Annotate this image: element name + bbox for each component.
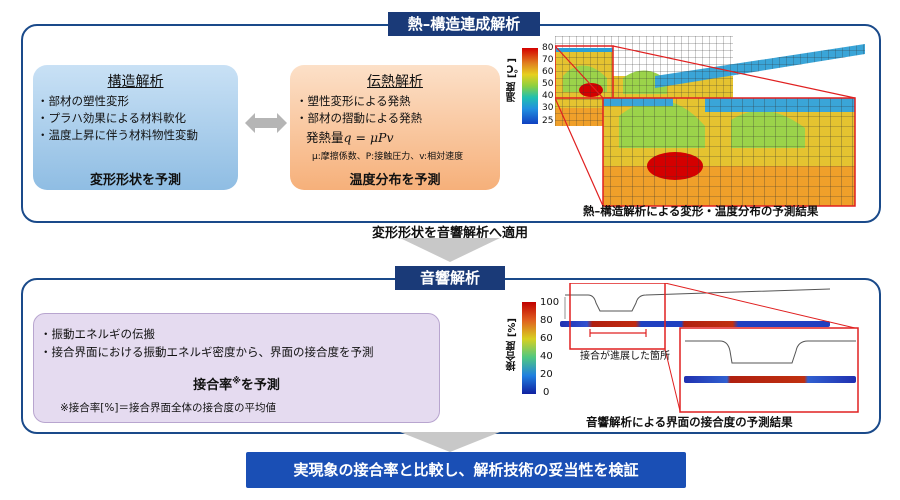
temperature-colorbar	[522, 48, 538, 124]
structural-analysis-title: 構造解析	[107, 74, 164, 90]
acoustic-result-suffix: を予測	[240, 378, 280, 393]
acoustic-figure-caption: 音響解析による界面の接合度の予測結果	[586, 415, 793, 429]
acoustic-result-sup: ※	[232, 376, 241, 387]
heat-formula-expression: q = μPv	[343, 130, 394, 145]
formula-variable-note: μ:摩擦係数、P:接触圧力、v:相対速度	[312, 152, 464, 162]
heat-formula: 発熱量q = μPv	[306, 127, 394, 146]
down-arrow-icon-1	[400, 238, 500, 262]
acoustic-header: 音響解析	[395, 266, 505, 290]
bonding-rate-note: ※接合率[%]＝接合界面全体の接合度の平均値	[60, 402, 276, 414]
large-temperature-mesh	[602, 97, 856, 207]
bonding-colorbar	[522, 302, 536, 394]
temperature-tick-60: 60	[542, 67, 554, 77]
bonding-colorbar-title: 接合度 [%]	[507, 318, 518, 371]
bonding-tick-100: 100	[540, 297, 560, 308]
temperature-tick-70: 70	[542, 55, 554, 65]
thermal-structural-header: 熱–構造連成解析	[388, 12, 540, 36]
temperature-tick-80: 80	[542, 43, 554, 53]
acoustic-result: 接合率※を予測	[34, 374, 439, 393]
bonding-profile-image	[560, 283, 859, 413]
validation-conclusion-box: 実現象の接合率と比較し、解析技術の妥当性を検証	[246, 452, 686, 488]
down-arrow-icon-2	[400, 432, 500, 452]
thermal-figure-caption: 熱–構造解析による変形・温度分布の予測結果	[583, 204, 819, 218]
temperature-tick-30: 30	[542, 103, 554, 113]
structural-bullet-2: ・プラハ効果による材料軟化	[37, 111, 187, 125]
acoustic-analysis-box: ・振動エネルギの伝搬 ・接合界面における振動エネルギ密度から、界面の接合度を予測…	[33, 313, 440, 423]
acoustic-result-prefix: 接合率	[193, 378, 233, 393]
thermal-result: 温度分布を予測	[349, 173, 441, 188]
structural-result: 変形形状を予測	[89, 173, 181, 188]
acoustic-bullet-1: ・振動エネルギの伝搬	[40, 327, 155, 341]
temperature-tick-25: 25	[542, 116, 554, 126]
temperature-mesh-image	[555, 36, 865, 207]
thermal-analysis-title: 伝熱解析	[367, 74, 423, 90]
bonding-progress-annotation: 接合が進展した箇所	[580, 351, 670, 362]
bonding-tick-20: 20	[540, 369, 553, 380]
structural-analysis-box: 構造解析 ・部材の塑性変形 ・プラハ効果による材料軟化 ・温度上昇に伴う材料物性…	[33, 65, 238, 190]
thermal-analysis-box: 伝熱解析 ・塑性変形による発熱 ・部材の摺動による発熱 発熱量q = μPv μ…	[290, 65, 500, 190]
bonding-tick-40: 40	[540, 351, 553, 362]
heat-formula-label: 発熱量	[306, 130, 344, 145]
thermal-bullet-1: ・塑性変形による発熱	[296, 94, 411, 108]
temperature-tick-40: 40	[542, 91, 554, 101]
bonding-tick-60: 60	[540, 333, 553, 344]
bonding-tick-0: 0	[543, 387, 550, 398]
thermal-bullet-2: ・部材の摺動による発熱	[296, 111, 423, 125]
structural-bullet-1: ・部材の塑性変形	[37, 94, 129, 108]
structural-bullet-3: ・温度上昇に伴う材料物性変動	[37, 128, 198, 142]
double-arrow-icon	[245, 113, 287, 133]
temperature-tick-50: 50	[542, 79, 554, 89]
temperature-colorbar-title: 温度 [℃]	[507, 58, 518, 102]
acoustic-bullet-2: ・接合界面における振動エネルギ密度から、界面の接合度を予測	[40, 345, 374, 359]
bonding-tick-80: 80	[540, 315, 553, 326]
apply-to-acoustic-text: 変形形状を音響解析へ適用	[371, 226, 528, 241]
